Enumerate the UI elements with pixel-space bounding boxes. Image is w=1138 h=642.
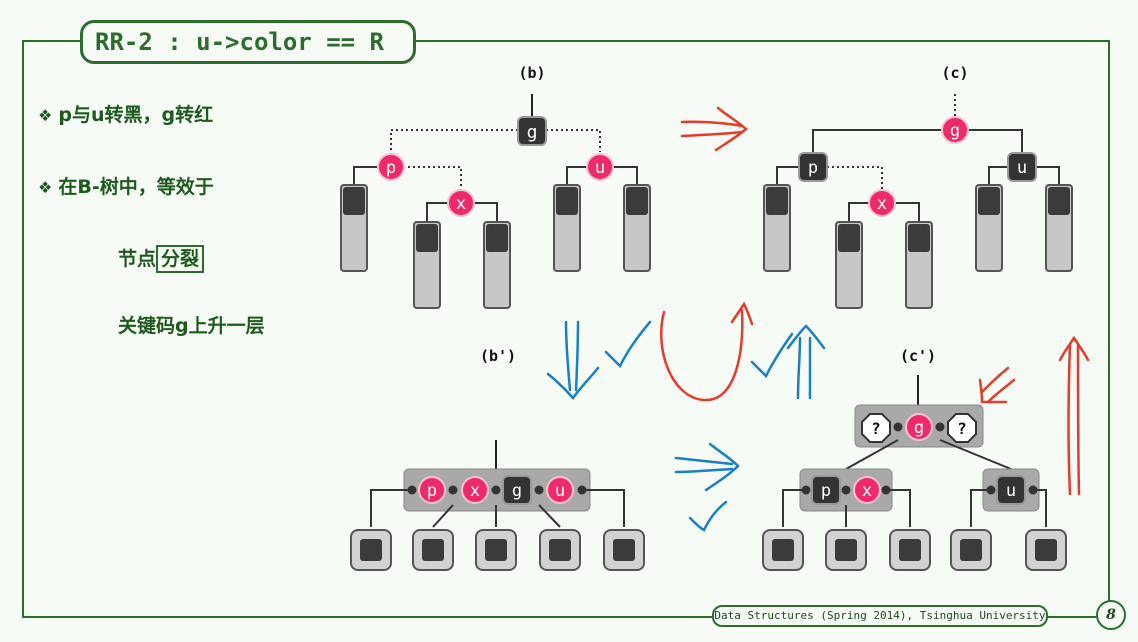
subtree bbox=[553, 184, 581, 272]
external-node bbox=[762, 529, 804, 571]
unknown-node-left: ? bbox=[861, 413, 891, 443]
subtree bbox=[763, 184, 791, 272]
diamond-bullet-icon: ❖ bbox=[38, 178, 53, 197]
external-node bbox=[412, 529, 454, 571]
node-label: g bbox=[527, 122, 538, 143]
node-label: x bbox=[470, 481, 480, 501]
external-node bbox=[603, 529, 645, 571]
node-label: p bbox=[821, 481, 831, 501]
red-node-x: x bbox=[447, 189, 475, 217]
red-node-g: g bbox=[905, 413, 933, 441]
blue-check-2 bbox=[750, 332, 794, 379]
node-label: u bbox=[595, 158, 605, 178]
external-node bbox=[475, 529, 517, 571]
node-label: p bbox=[427, 481, 437, 501]
label-b-prime: (b') bbox=[479, 347, 517, 365]
diagram-b-prime: p x g u bbox=[350, 440, 645, 571]
blue-double-arrow-up bbox=[786, 324, 826, 400]
red-long-arrow-up bbox=[1058, 335, 1090, 496]
subtree bbox=[835, 221, 863, 309]
subtree bbox=[905, 221, 933, 309]
black-node-p: p bbox=[811, 475, 841, 505]
diagram-c: g p x u bbox=[763, 94, 1073, 309]
subtree bbox=[340, 184, 368, 272]
node-label: ? bbox=[871, 419, 881, 438]
red-double-arrow-right bbox=[680, 106, 748, 152]
node-label: x bbox=[456, 194, 466, 214]
node-label: u bbox=[1017, 158, 1027, 178]
blue-double-arrow-down bbox=[546, 320, 600, 401]
diagram-b: g p x u bbox=[340, 94, 651, 309]
red-u-turn-arrow bbox=[660, 301, 754, 402]
node-label: u bbox=[1006, 481, 1016, 501]
node-label: u bbox=[555, 481, 565, 501]
diagram-c-prime: ? g ? p x u bbox=[762, 375, 1067, 571]
subtree bbox=[975, 184, 1003, 272]
slide-title: RR-2 : u->color == R bbox=[80, 20, 416, 64]
black-node-u: u bbox=[996, 475, 1026, 505]
black-node-u: u bbox=[1007, 152, 1037, 182]
blue-check-3 bbox=[688, 500, 728, 532]
external-node bbox=[825, 529, 867, 571]
black-node-p: p bbox=[798, 152, 828, 182]
node-label: p bbox=[386, 158, 396, 178]
slide-frame bbox=[22, 40, 1110, 618]
external-node bbox=[539, 529, 581, 571]
external-node bbox=[350, 529, 392, 571]
key-promote-line: 关键码g上升一层 bbox=[118, 315, 265, 337]
label-c-prime: (c') bbox=[899, 347, 937, 365]
bullet-1: ❖ p与u转黑，g转红 bbox=[38, 100, 213, 127]
split-boxed-term: 分裂 bbox=[156, 245, 205, 273]
node-split-line: 节点分裂 bbox=[118, 244, 205, 273]
black-node-g: g bbox=[517, 116, 547, 146]
page-number: 8 bbox=[1096, 600, 1126, 630]
red-node-x: x bbox=[853, 476, 881, 504]
node-label: x bbox=[877, 194, 887, 214]
diamond-bullet-icon: ❖ bbox=[38, 106, 53, 125]
node-label: g bbox=[512, 481, 522, 501]
footer-course-info: Data Structures (Spring 2014), Tsinghua … bbox=[712, 605, 1048, 627]
bullet-2: ❖ 在B-树中，等效于 bbox=[38, 172, 214, 199]
external-node bbox=[1025, 529, 1067, 571]
unknown-node-right: ? bbox=[947, 413, 977, 443]
label-c: (c) bbox=[941, 64, 969, 82]
red-node-x: x bbox=[868, 189, 896, 217]
subtree bbox=[1045, 184, 1073, 272]
subtree bbox=[483, 221, 511, 309]
node-label: g bbox=[914, 418, 924, 438]
red-node-x: x bbox=[461, 476, 489, 504]
red-node-u: u bbox=[546, 476, 574, 504]
label-b: (b) bbox=[518, 64, 546, 82]
red-pointer-arrow bbox=[978, 366, 1016, 404]
subtree bbox=[623, 184, 651, 272]
red-node-g: g bbox=[941, 116, 969, 144]
node-split-prefix: 节点 bbox=[118, 248, 157, 270]
node-label: g bbox=[950, 121, 960, 141]
blue-check-1 bbox=[604, 320, 652, 369]
black-node-g: g bbox=[502, 475, 532, 505]
red-node-p: p bbox=[377, 153, 405, 181]
bullet-2-text: 在B-树中，等效于 bbox=[58, 176, 214, 198]
external-node bbox=[889, 529, 931, 571]
external-node bbox=[950, 529, 992, 571]
subtree bbox=[413, 221, 441, 309]
node-label: p bbox=[808, 158, 818, 178]
red-node-u: u bbox=[586, 153, 614, 181]
node-label: x bbox=[862, 481, 872, 501]
red-node-p: p bbox=[418, 476, 446, 504]
node-label: ? bbox=[957, 419, 967, 438]
bullet-1-text: p与u转黑，g转红 bbox=[58, 104, 214, 126]
blue-double-arrow-right bbox=[674, 442, 740, 492]
